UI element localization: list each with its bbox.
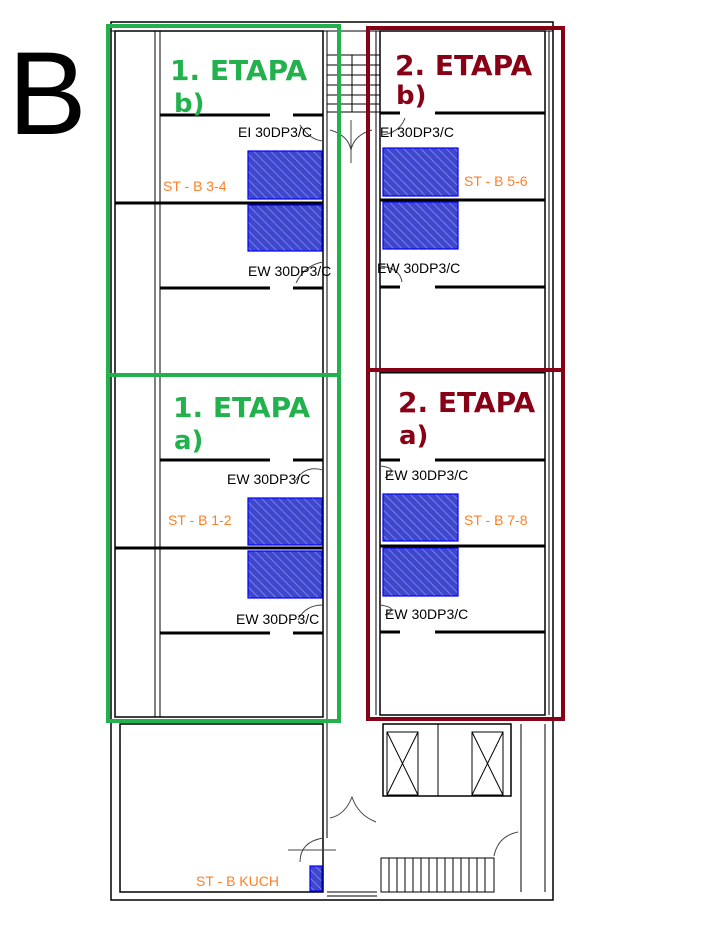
storage-b4 [247, 204, 323, 252]
storage-b1 [247, 497, 323, 546]
storage-b8 [382, 547, 459, 597]
door-label-right-3: EW 30DP3/C [385, 467, 468, 483]
storage-b7 [382, 493, 459, 542]
storage-b2 [247, 550, 323, 599]
door-label-left-2: EW 30DP3/C [248, 263, 331, 279]
zone-stage2-a [366, 368, 565, 721]
stage2-b-sub: b) [396, 81, 427, 111]
block-letter: B [8, 28, 87, 160]
storage-label-b12: ST - B 1-2 [168, 512, 232, 528]
storage-label-b78: ST - B 7-8 [464, 512, 528, 528]
stage2-a-sub: a) [399, 421, 428, 451]
stage1-b-sub: b) [174, 89, 205, 119]
storage-label-b34: ST - B 3-4 [163, 178, 227, 194]
door-label-left-3: EW 30DP3/C [227, 471, 310, 487]
storage-b5 [382, 147, 459, 197]
stage1-a-title: 1. ETAPA [173, 391, 311, 424]
door-label-right-4: EW 30DP3/C [385, 606, 468, 622]
storage-blocks [247, 147, 459, 892]
storage-label-kuch: ST - B KUCH [196, 873, 279, 889]
stage1-b-title: 1. ETAPA [170, 54, 308, 87]
door-label-right-2: EW 30DP3/C [377, 260, 460, 276]
storage-label-b56: ST - B 5-6 [464, 173, 528, 189]
stage2-b-title: 2. ETAPA [395, 49, 533, 82]
stage1-a-sub: a) [174, 426, 203, 456]
building-walls [110, 21, 554, 901]
storage-b6 [382, 201, 459, 250]
stage2-a-title: 2. ETAPA [398, 386, 536, 419]
zone-stage1-a [106, 373, 341, 723]
storage-kuch [309, 865, 323, 892]
stairs-bottom [380, 857, 495, 893]
storage-b3 [247, 150, 323, 200]
door-label-left-4: EW 30DP3/C [236, 611, 319, 627]
stairs-top [326, 54, 381, 113]
door-label-right-top: EI 30DP3/C [380, 124, 454, 140]
door-label-left-top: EI 30DP3/C [238, 124, 312, 140]
